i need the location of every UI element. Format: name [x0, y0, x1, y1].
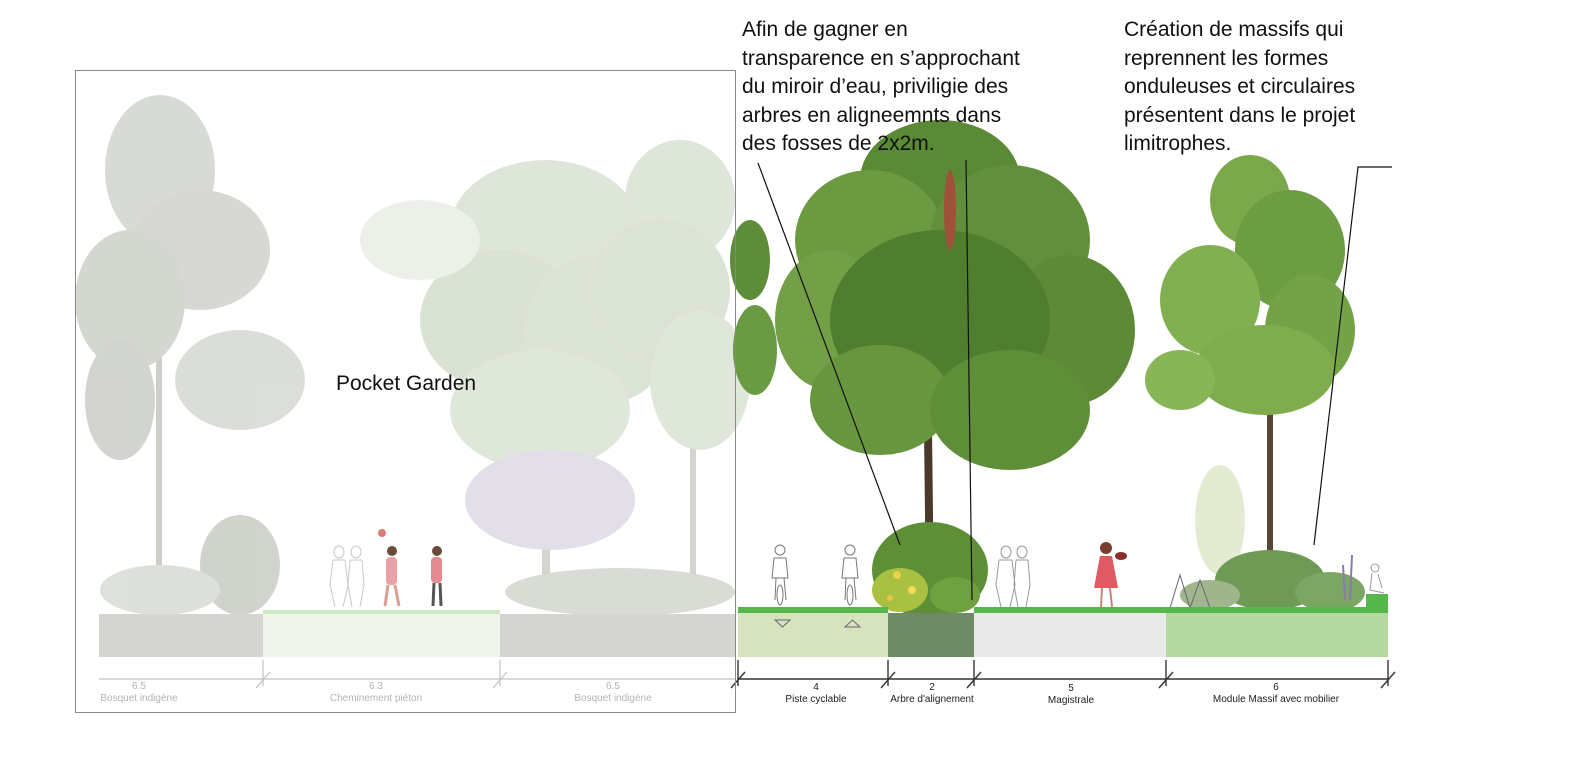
segment-name: Arbre d'alignement [890, 694, 974, 705]
pocket-garden-label: Pocket Garden [336, 372, 477, 395]
segment-label-bosquet-2: 6.5 Bosquet indigène [568, 681, 658, 705]
segment-name: Magistrale [1047, 695, 1095, 706]
shrub [505, 568, 735, 616]
segment-value: 5 [1068, 683, 1074, 694]
pedestrians-faded [329, 529, 443, 608]
segment-label-piste-cyclable: 4 Piste cyclable [771, 682, 861, 706]
deciduous-tree-edge [730, 220, 777, 395]
dimension-line-solid [730, 660, 1396, 689]
segment-label-module-massif: 6 Module Massif avec mobilier [1196, 682, 1356, 706]
dimension-line-faded [99, 660, 736, 689]
ground-bands [99, 607, 1388, 657]
segment-label-cheminement: 6.3 Cheminement piéton [301, 681, 451, 705]
segment-value: 6.3 [369, 681, 383, 692]
massif-tree [1145, 155, 1355, 590]
annotation-massifs: Création de massifs qui reprennent les f… [1124, 18, 1356, 155]
segment-name: Bosquet indigène [100, 693, 178, 704]
tree-pit-shrubs [872, 522, 988, 618]
annotation-alignment-trees: Afin de gagner en transparence en s’appr… [742, 18, 1020, 155]
pocket-garden-frame [75, 70, 736, 713]
pine-tree [75, 95, 305, 585]
segment-label-arbre-alignement: 2 Arbre d'alignement [882, 682, 982, 706]
deciduous-tree [590, 140, 750, 600]
segment-name: Piste cyclable [785, 694, 847, 705]
drain-marker-up [843, 619, 862, 628]
massif-plantation [1169, 465, 1388, 614]
cyclists [771, 544, 859, 606]
shrub [100, 565, 220, 615]
faded-vegetation [75, 95, 750, 616]
leader-lines [757, 159, 1392, 601]
segment-name: Cheminement piéton [329, 693, 423, 704]
shrub [360, 200, 480, 280]
segment-value: 2 [929, 682, 935, 693]
segment-label-bosquet-1: 6.5 Bosquet indigène [99, 681, 179, 705]
segment-name: Bosquet indigène [574, 693, 652, 704]
segment-value: 4 [813, 682, 819, 693]
pedestrians-magistrale [995, 542, 1127, 608]
segment-value: 6.5 [606, 681, 620, 692]
alignment-tree [775, 120, 1135, 601]
segment-value: 6.5 [132, 681, 146, 692]
segment-label-magistrale: 5 Magistrale [1031, 683, 1111, 707]
segment-value: 6 [1273, 682, 1279, 693]
drain-marker-down [773, 619, 792, 628]
segment-name: Module Massif avec mobilier [1212, 694, 1340, 705]
